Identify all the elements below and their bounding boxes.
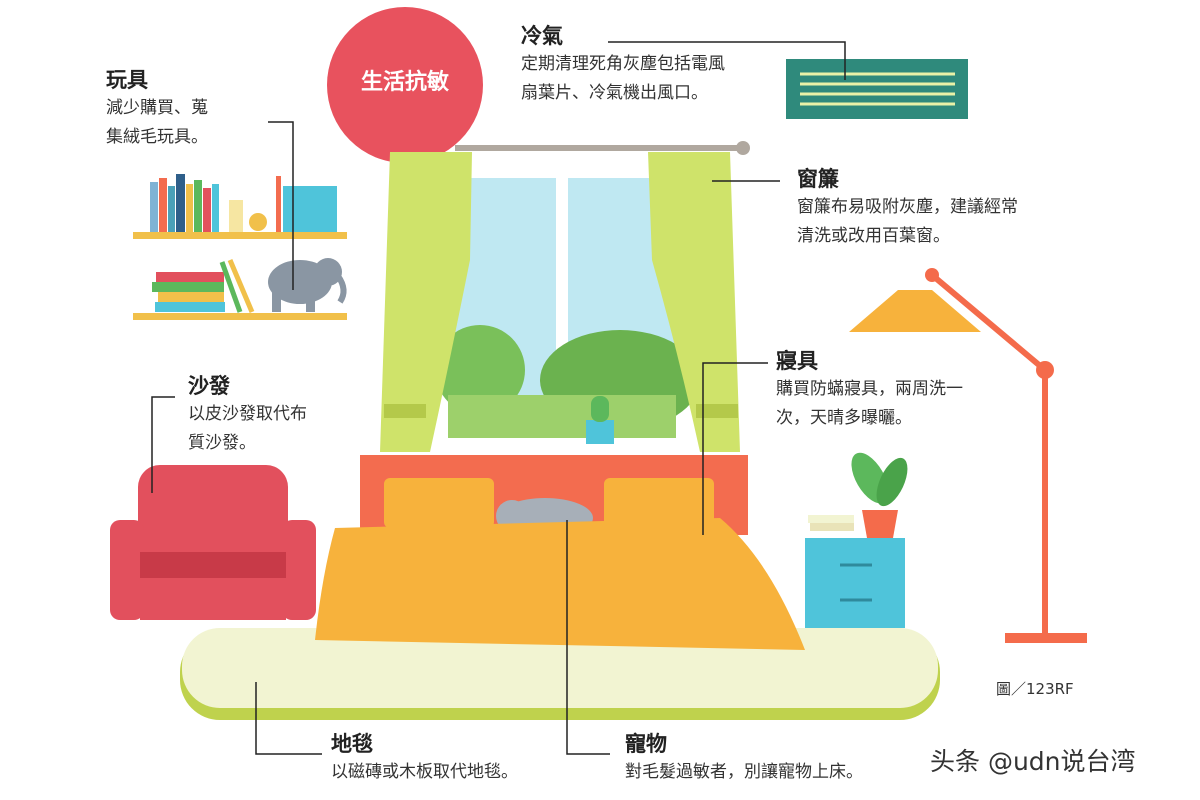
carpet-label: 地毯 以磁磚或木板取代地毯。 xyxy=(331,730,518,787)
aircon-label: 冷氣 定期清理死角灰塵包括電風 扇葉片、冷氣機出風口。 xyxy=(521,22,725,108)
pet-desc-line-1: 對毛髮過敏者，別讓寵物上床。 xyxy=(625,762,863,782)
aircon-callout-line xyxy=(608,41,846,80)
bedding-label: 寢具 購買防蟎寢具，兩周洗一 次，天晴多曝曬。 xyxy=(776,347,963,433)
badge-circle xyxy=(327,7,483,163)
sofa-label: 沙發 以皮沙發取代布 質沙發。 xyxy=(188,372,307,458)
toys-title: 玩具 xyxy=(106,68,148,92)
pet-label: 寵物 對毛髮過敏者，別讓寵物上床。 xyxy=(625,730,863,787)
image-credit: 圖／123RF xyxy=(996,680,1074,698)
sofa xyxy=(110,465,316,620)
nightstand xyxy=(805,452,908,628)
sofa-callout-line xyxy=(151,396,175,493)
pet-callout-line xyxy=(566,520,610,755)
elephant-toy xyxy=(268,258,347,312)
pet-title: 寵物 xyxy=(625,732,667,756)
bedding-desc-line-2: 次，天晴多曝曬。 xyxy=(776,408,912,428)
toy-shelves xyxy=(133,174,347,320)
cactus-plant xyxy=(586,396,614,444)
sofa-desc-line-2: 質沙發。 xyxy=(188,433,256,453)
sofa-desc-line-1: 以皮沙發取代布 xyxy=(188,404,307,424)
toys-desc-line-1: 減少購買、蒐 xyxy=(106,98,208,118)
bed xyxy=(315,455,805,650)
curtain-title: 窗簾 xyxy=(797,167,839,191)
carpet-callout-line xyxy=(255,682,322,755)
sofa-title: 沙發 xyxy=(188,374,230,398)
toys-callout-line xyxy=(268,121,294,290)
bedding-title: 寢具 xyxy=(776,349,818,373)
bedding-callout-line xyxy=(702,362,768,535)
bedding-desc-line-1: 購買防蟎寢具，兩周洗一 xyxy=(776,379,963,399)
aircon-desc-line-2: 扇葉片、冷氣機出風口。 xyxy=(521,83,708,103)
carpet-desc-line-1: 以磁磚或木板取代地毯。 xyxy=(331,762,518,782)
aircon-desc-line-1: 定期清理死角灰塵包括電風 xyxy=(521,54,725,74)
callout-lines xyxy=(151,41,846,755)
curtain-desc-line-2: 清洗或改用百葉窗。 xyxy=(797,226,950,246)
curtain-label: 窗簾 窗簾布易吸附灰塵，建議經常 清洗或改用百葉窗。 xyxy=(797,165,1018,251)
curtains xyxy=(380,141,750,452)
badge-title: 生活抗敏 xyxy=(360,70,449,95)
watermark-text: 头条 @udn说台湾 xyxy=(930,747,1136,776)
floor-lamp xyxy=(849,268,1087,643)
toys-desc-line-2: 集絨毛玩具。 xyxy=(106,127,208,147)
carpet-title: 地毯 xyxy=(331,732,373,756)
curtain-desc-line-1: 窗簾布易吸附灰塵，建議經常 xyxy=(797,197,1018,217)
aircon-title: 冷氣 xyxy=(521,24,563,48)
toys-label: 玩具 減少購買、蒐 集絨毛玩具。 xyxy=(106,66,208,152)
air-conditioner xyxy=(786,59,968,119)
